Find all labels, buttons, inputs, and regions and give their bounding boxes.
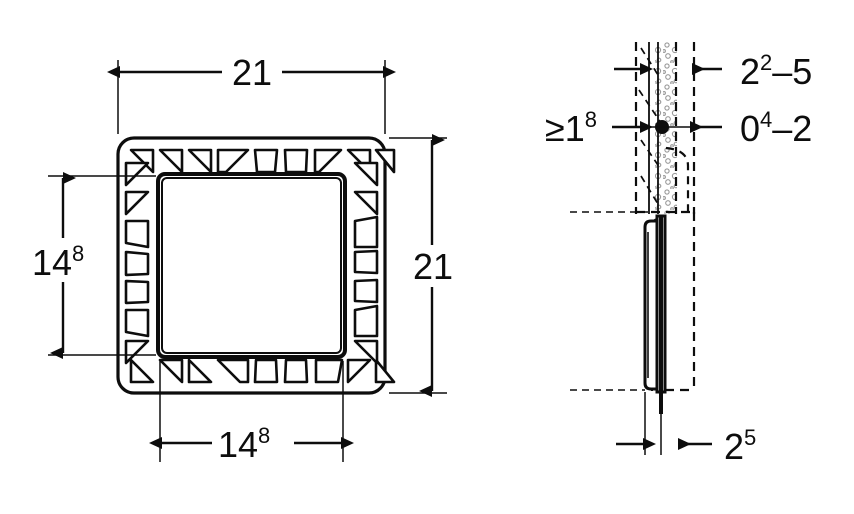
recess-envelope-dashed bbox=[665, 212, 696, 392]
dimension-label-wall-thickness-sup: 2 bbox=[760, 50, 772, 75]
dimension-label-wall-thickness: 22–5 bbox=[740, 50, 812, 92]
perforation-slots-right bbox=[353, 161, 379, 365]
dimension-label-bottom-width-sup: 8 bbox=[258, 423, 270, 448]
dimension-label-right-height: 21 bbox=[413, 246, 453, 287]
dimension-label-min-wall-depth-base: 1 bbox=[565, 108, 585, 149]
dimension-label-left-height: 148 bbox=[32, 241, 84, 283]
dimension-label-recess-offset-sup: 4 bbox=[760, 107, 772, 132]
dimension-label-plate-projection-base: 2 bbox=[724, 426, 744, 467]
perforation-slots-bottom bbox=[129, 358, 396, 384]
dimension-label-wall-thickness-base: 2 bbox=[740, 51, 760, 92]
section-dimension-labels: 22–5 04–2 ≥18 25 bbox=[545, 50, 812, 467]
perforation-slots-left bbox=[124, 161, 150, 365]
dimension-label-min-wall-depth: ≥18 bbox=[545, 107, 597, 149]
dimension-label-wall-thickness-suffix: –5 bbox=[772, 51, 812, 92]
reference-level-lines bbox=[570, 211, 648, 391]
front-dimension-labels: 21 21 148 148 bbox=[26, 52, 461, 466]
dimension-label-min-wall-depth-prefix: ≥ bbox=[545, 108, 565, 149]
section-dimension-lines bbox=[612, 63, 722, 450]
section-extension-lines bbox=[644, 392, 662, 455]
perforation-slots-top bbox=[129, 148, 396, 174]
dimension-label-recess-offset: 04–2 bbox=[740, 107, 812, 149]
dashed-hook-detail bbox=[665, 146, 690, 212]
section-view: 22–5 04–2 ≥18 25 bbox=[545, 42, 812, 467]
dimension-label-left-height-sup: 8 bbox=[72, 241, 84, 266]
front-view: 21 21 148 148 bbox=[26, 52, 461, 466]
dimension-label-bottom-width: 148 bbox=[218, 423, 270, 465]
dimension-label-plate-projection: 25 bbox=[724, 425, 756, 467]
dimension-label-bottom-width-base: 14 bbox=[218, 424, 258, 465]
dimension-label-top-width: 21 bbox=[232, 52, 272, 93]
dimension-label-plate-projection-sup: 5 bbox=[744, 425, 756, 450]
actuator-plate-body bbox=[643, 214, 667, 414]
inner-opening-inner-outline bbox=[161, 177, 342, 354]
dimension-label-left-height-base: 14 bbox=[32, 242, 72, 283]
dimension-label-recess-offset-suffix: –2 bbox=[772, 108, 812, 149]
dimension-label-recess-offset-base: 0 bbox=[740, 108, 760, 149]
dimension-label-min-wall-depth-sup: 8 bbox=[585, 107, 597, 132]
hidden-construction-lines bbox=[634, 42, 696, 214]
cover-plate-frame bbox=[116, 136, 396, 395]
